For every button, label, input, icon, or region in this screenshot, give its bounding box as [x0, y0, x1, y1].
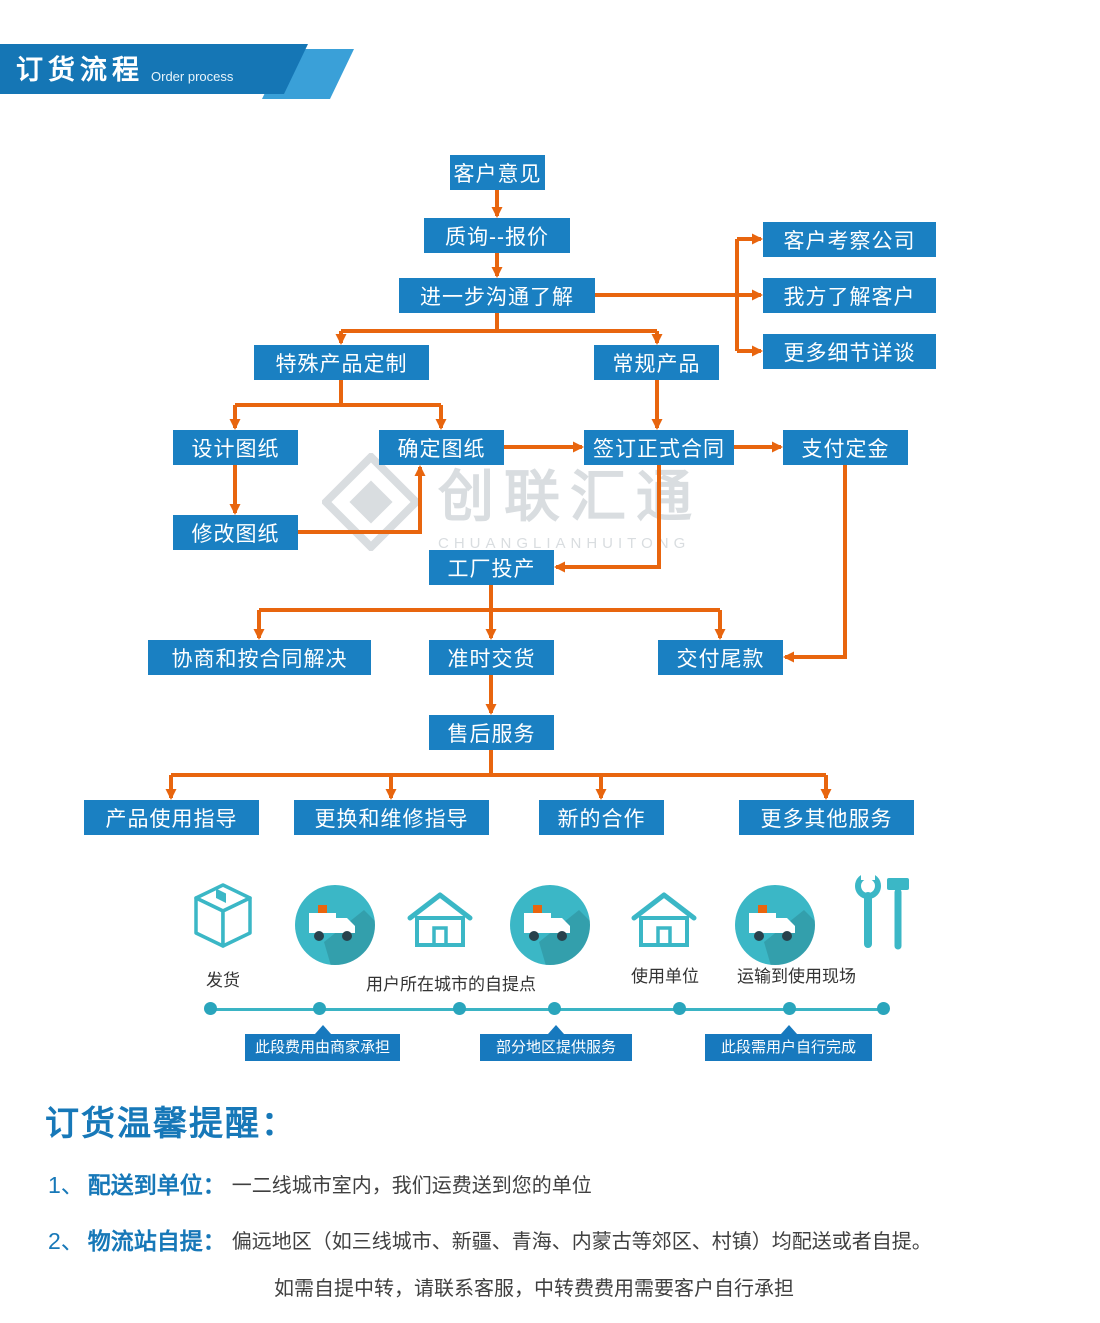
flow-node-modify-drawing: 修改图纸: [173, 515, 298, 550]
flow-node-customer-visit: 客户考察公司: [763, 222, 936, 257]
reminder-item-body: 偏远地区（如三线城市、新疆、青海、内蒙古等郊区、村镇）均配送或者自提。: [231, 1230, 932, 1253]
ribbon-partial-service: 部分地区提供服务: [480, 1025, 632, 1061]
flow-node-more-services: 更多其他服务: [739, 800, 914, 835]
timeline-dot: [877, 1002, 890, 1015]
flow-node-more-details: 更多细节详谈: [763, 334, 936, 369]
truck-icon: [295, 885, 375, 965]
flow-node-after-sales: 售后服务: [429, 715, 554, 750]
flow-node-replace-repair: 更换和维修指导: [294, 800, 489, 835]
flow-node-usage-guide: 产品使用指导: [84, 800, 259, 835]
header-banner: 订货流程 Order process: [0, 44, 380, 100]
timeline-dot: [548, 1002, 561, 1015]
reminder-item-heading: 配送到单位：: [87, 1172, 226, 1198]
label-ship: 发货: [206, 971, 240, 990]
watermark-logo-icon: [322, 453, 420, 551]
page-title: 订货流程: [16, 55, 144, 85]
tools-icon: [855, 870, 909, 950]
reminder-item-body: 一二线城市室内，我们运费送到您的单位: [231, 1174, 592, 1197]
label-transport-site: 运输到使用现场: [737, 967, 856, 986]
reminder-item-1: 1、 配送到单位： 一二线城市室内，我们运费送到您的单位: [48, 1166, 592, 1200]
watermark: 创联汇通 CHUANGLIANHUITONG: [322, 452, 742, 552]
page-subtitle: Order process: [151, 69, 234, 84]
flow-node-pay-balance: 交付尾款: [658, 640, 783, 675]
timeline-line: [210, 1008, 885, 1011]
label-user-unit: 使用单位: [631, 967, 699, 986]
timeline-dot: [313, 1002, 326, 1015]
truck-icon: [510, 885, 590, 965]
reminder-title: 订货温馨提醒：: [45, 1105, 297, 1143]
flow-node-factory-production: 工厂投产: [429, 550, 554, 585]
watermark-text-block: 创联汇通 CHUANGLIANHUITONG: [438, 452, 702, 552]
banner-main-shape: 订货流程 Order process: [0, 44, 308, 94]
timeline-dot: [673, 1002, 686, 1015]
house-icon: [407, 892, 473, 947]
flow-node-regular-product: 常规产品: [594, 345, 719, 380]
reminder-item-heading: 物流站自提：: [87, 1228, 226, 1254]
truck-icon: [735, 885, 815, 965]
flow-node-design-drawing: 设计图纸: [173, 430, 298, 465]
house-icon: [631, 892, 697, 947]
reminder-item-2: 2、 物流站自提： 偏远地区（如三线城市、新疆、青海、内蒙古等郊区、村镇）均配送…: [48, 1222, 932, 1256]
flow-node-sign-contract: 签订正式合同: [584, 430, 734, 465]
flow-node-further-communication: 进一步沟通了解: [399, 278, 595, 313]
flow-node-confirm-drawing: 确定图纸: [379, 430, 504, 465]
label-city-pickup: 用户所在城市的自提点: [366, 975, 536, 994]
reminder-item-number: 2、: [48, 1228, 84, 1254]
timeline-dot: [453, 1002, 466, 1015]
flow-node-inquiry-quote: 质询--报价: [424, 218, 570, 253]
ribbon-user-self: 此段需用户自行完成: [705, 1025, 872, 1061]
flow-node-know-customer: 我方了解客户: [763, 278, 936, 313]
flow-node-on-time-delivery: 准时交货: [429, 640, 554, 675]
flow-node-negotiate-solve: 协商和按合同解决: [148, 640, 371, 675]
flow-node-pay-deposit: 支付定金: [783, 430, 908, 465]
package-icon: [194, 883, 252, 948]
flow-node-special-custom: 特殊产品定制: [254, 345, 429, 380]
timeline-dot: [204, 1002, 217, 1015]
flow-node-new-cooperation: 新的合作: [539, 800, 664, 835]
ribbon-merchant-cost: 此段费用由商家承担: [245, 1025, 400, 1061]
timeline-dot: [783, 1002, 796, 1015]
reminder-item-number: 1、: [48, 1172, 84, 1198]
flow-node-customer-opinion: 客户意见: [450, 155, 545, 190]
reminder-item-body-continued: 如需自提中转，请联系客服，中转费费用需要客户自行承担: [274, 1278, 794, 1300]
